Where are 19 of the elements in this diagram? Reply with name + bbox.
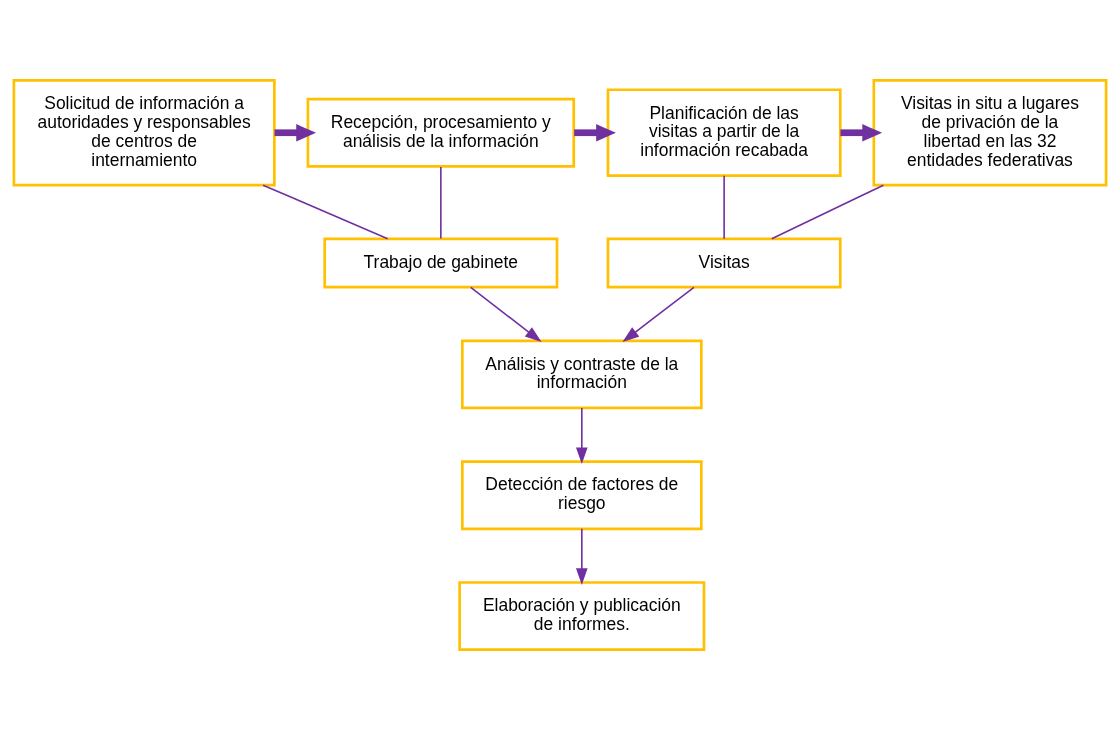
node-box: Visitas: [606, 236, 842, 288]
node-box: Recepción, procesamiento y análisis de la información: [306, 97, 576, 168]
node-box: Detección de factores de riesgo: [461, 459, 703, 530]
connector: [440, 165, 442, 239]
node-box: Visitas in situ a lugares de privación de la libertad en las 32 entidades federativas: [872, 78, 1108, 186]
arrow: [576, 406, 588, 464]
node-box: Trabajo de gabinete: [323, 236, 559, 288]
node-box: Solicitud de información a autoridades y responsables de centros de internamiento: [12, 78, 276, 186]
node-box: Elaboración y publicación de informes.: [458, 580, 706, 651]
arrow: [622, 286, 695, 342]
arrow: [576, 527, 588, 585]
connector: [770, 183, 885, 240]
arrow: [840, 123, 883, 141]
connector: [262, 183, 389, 240]
arrow: [469, 286, 542, 342]
node-box: Planificación de las visitas a partir de la información recabada: [606, 87, 842, 177]
arrow: [274, 123, 317, 141]
node-box: Análisis y contraste de la información: [461, 339, 703, 409]
connector: [723, 174, 725, 240]
